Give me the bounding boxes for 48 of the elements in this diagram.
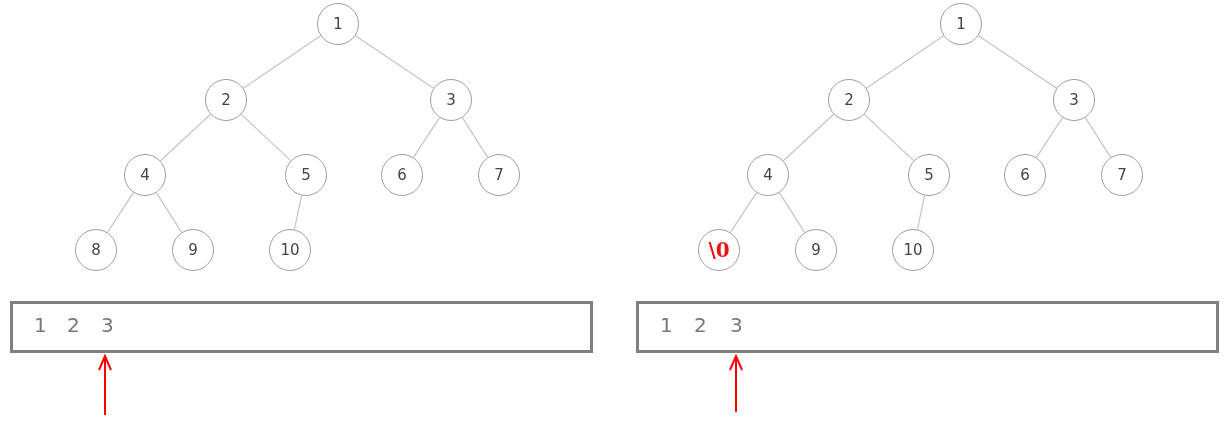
tree-edge — [863, 113, 915, 162]
tree-node: 7 — [1101, 154, 1143, 196]
tree-node: 9 — [795, 229, 837, 271]
arrow — [98, 355, 112, 416]
tree-node: 3 — [1053, 79, 1095, 121]
tree-node: 5 — [285, 154, 327, 196]
tree-edge — [1035, 117, 1064, 158]
tree-edge — [412, 117, 441, 158]
tree-edge — [729, 192, 758, 233]
tree-node: 5 — [908, 154, 950, 196]
output-bar — [636, 301, 1219, 353]
tree-edge — [354, 35, 435, 89]
output-value: 2 — [694, 313, 707, 337]
tree-edge — [242, 35, 322, 89]
tree-node: 6 — [381, 154, 423, 196]
tree-node: 9 — [172, 229, 214, 271]
tree-node: 2 — [205, 79, 247, 121]
output-value: 3 — [730, 313, 743, 337]
arrow — [729, 355, 743, 413]
output-value: 3 — [101, 313, 114, 337]
tree-node: 2 — [828, 79, 870, 121]
tree-node: 7 — [478, 154, 520, 196]
tree-edge — [977, 35, 1058, 89]
output-value: 1 — [660, 313, 673, 337]
output-value: 2 — [67, 313, 80, 337]
tree-node: \0 — [698, 229, 740, 271]
output-value: 1 — [34, 313, 47, 337]
tree-node: 10 — [892, 229, 934, 271]
tree-node: 1 — [317, 3, 359, 45]
tree-edge — [778, 192, 806, 233]
tree-node: 4 — [124, 154, 166, 196]
tree-edge — [865, 35, 945, 89]
tree-node: 8 — [75, 229, 117, 271]
tree-edge — [106, 192, 135, 233]
output-bar — [10, 301, 593, 353]
tree-edge — [461, 117, 489, 158]
tree-edge — [916, 194, 926, 231]
tree-node: 6 — [1004, 154, 1046, 196]
tree-edge — [240, 113, 292, 162]
tree-node: 10 — [269, 229, 311, 271]
tree-edge — [155, 192, 183, 233]
tree-node: 1 — [940, 3, 982, 45]
tree-edge — [159, 113, 212, 162]
tree-edge — [293, 194, 303, 231]
tree-node: 3 — [430, 79, 472, 121]
tree-edge — [1084, 117, 1112, 158]
tree-node: 4 — [747, 154, 789, 196]
tree-edge — [782, 113, 835, 162]
